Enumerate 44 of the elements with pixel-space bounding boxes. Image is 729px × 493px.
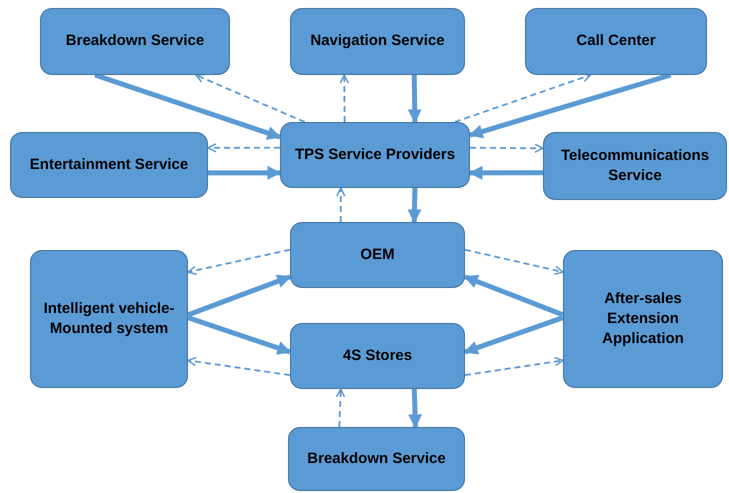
- node-label: After-sales Extension Application: [601, 288, 685, 350]
- dashed-arrow: [336, 187, 346, 222]
- process-box: [30, 250, 188, 388]
- dashed-arrow: [340, 74, 350, 122]
- arrow: [408, 388, 422, 428]
- arrow: [464, 274, 564, 318]
- dashed-arrow: [187, 248, 290, 276]
- dashed-arrow: [470, 144, 544, 153]
- dashed-arrow: [454, 73, 592, 123]
- process-box: [10, 132, 208, 198]
- process-box: [290, 323, 465, 389]
- arrow: [464, 315, 564, 354]
- arrow: [187, 315, 292, 355]
- process-box: [280, 122, 470, 188]
- node-label: TPS Service Providers: [294, 144, 456, 165]
- node-label: Navigation Service: [310, 31, 445, 52]
- process-box: [563, 250, 723, 388]
- node-label: Telecommunications Service: [560, 146, 710, 186]
- node-label: Breakdown Service: [307, 448, 446, 469]
- node-label: Breakdown Service: [66, 31, 204, 52]
- process-box: [525, 8, 707, 75]
- dashed-arrow: [187, 356, 290, 376]
- arrow: [94, 72, 282, 140]
- arrow: [408, 188, 422, 224]
- process-box: [40, 8, 230, 75]
- dashed-arrow: [195, 74, 306, 123]
- node-label: Call Center: [576, 31, 656, 52]
- process-box: [290, 222, 465, 288]
- process-box: [288, 427, 465, 491]
- arrow: [468, 72, 672, 138]
- arrow: [468, 166, 543, 180]
- node-label: OEM: [360, 244, 395, 265]
- dashed-arrow: [207, 143, 280, 153]
- arrow: [187, 274, 292, 318]
- dashed-arrow: [336, 388, 346, 428]
- process-box: [290, 8, 465, 75]
- process-box: [543, 132, 727, 200]
- dashed-arrow: [464, 248, 564, 275]
- dashed-arrow: [464, 356, 564, 376]
- arrow: [208, 166, 282, 180]
- node-label: Intelligent vehicle-Mounted system: [42, 298, 176, 339]
- arrow: [408, 74, 422, 124]
- node-label: Entertainment Service: [30, 154, 188, 175]
- node-label: 4S Stores: [342, 346, 412, 366]
